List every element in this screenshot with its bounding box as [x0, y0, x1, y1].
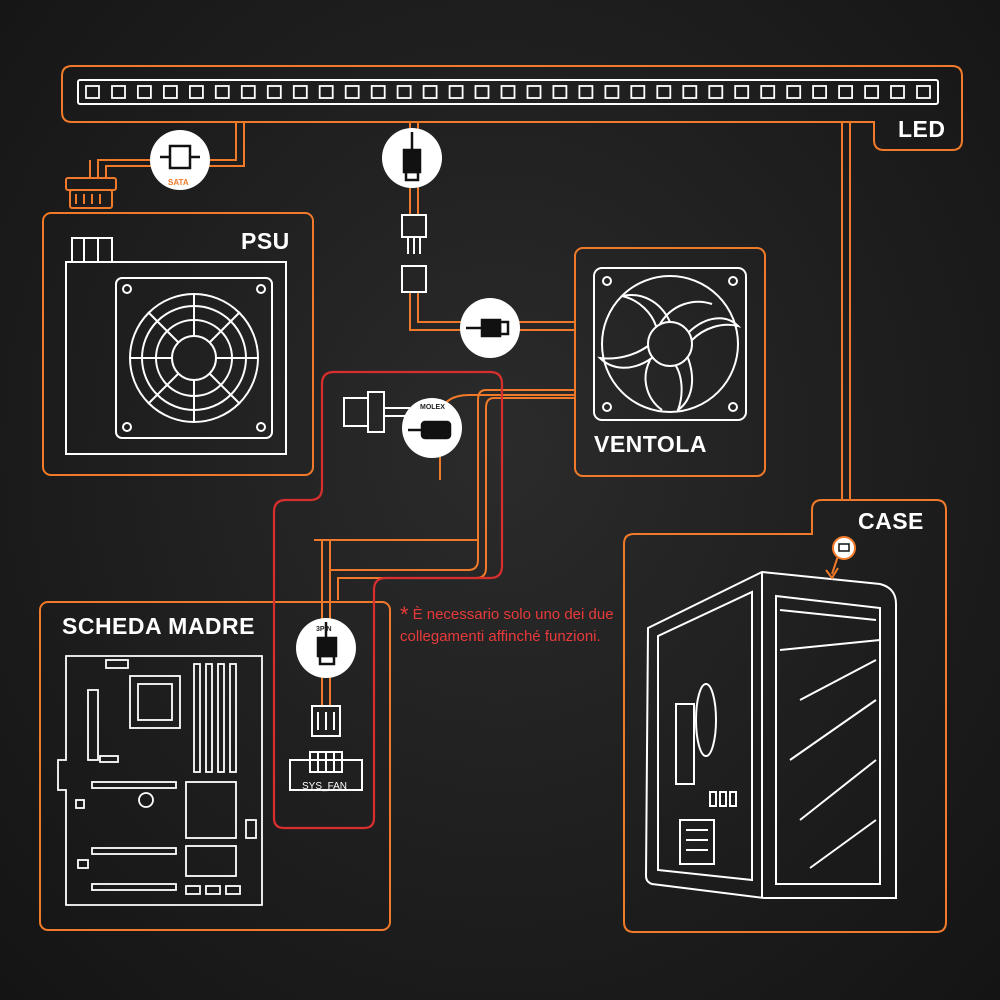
led-segment: [682, 85, 698, 99]
case-led-port-badge: [832, 536, 856, 560]
led-segment: [604, 85, 620, 99]
molex-text: MOLEX: [420, 404, 445, 411]
note-body: È necessario solo uno dei due collegamen…: [400, 606, 614, 645]
led-segment: [630, 85, 646, 99]
led-segment: [344, 85, 360, 99]
sata-badge: [150, 130, 210, 190]
led-segment: [526, 85, 542, 99]
led-segment: [864, 85, 879, 99]
note-text: *È necessario solo uno dei due collegame…: [400, 604, 630, 648]
led-segment: [916, 85, 931, 99]
connector-badges: [150, 128, 856, 678]
fan-panel: [574, 247, 766, 477]
led-segment: [734, 85, 750, 99]
led-segment: [240, 85, 256, 99]
case-label: CASE: [858, 508, 924, 534]
led-segment: [578, 85, 594, 99]
led-segment: [318, 85, 334, 99]
note-asterisk: *: [400, 602, 409, 627]
sys-fan-text: SYS_FAN: [302, 781, 348, 792]
led-segment: [370, 85, 386, 99]
led-segment: [708, 85, 724, 99]
molex-plug: [343, 391, 410, 433]
led-segment: [162, 85, 178, 99]
led-segment: [396, 85, 412, 99]
led-segment: [786, 85, 802, 99]
led-segment: [890, 85, 905, 99]
led-segment: [214, 85, 230, 99]
led-segment: [188, 85, 204, 99]
led-segment: [266, 85, 282, 99]
led-segment: [838, 85, 853, 99]
optional-connection-outline: [272, 370, 504, 830]
led-segment: [474, 85, 490, 99]
led-segment: [656, 85, 672, 99]
led-strip-panel: [61, 65, 963, 151]
motherboard-label: SCHEDA MADRE: [62, 613, 255, 639]
motherboard-panel: [39, 601, 391, 931]
psu-panel: [42, 177, 314, 476]
rgb-plugs: [401, 214, 427, 293]
led-label: LED: [898, 116, 946, 142]
led-segment: [552, 85, 568, 99]
led-segment: [448, 85, 464, 99]
led-segments: [85, 85, 931, 99]
3pin-text: 3PIN: [316, 626, 332, 633]
led-segment: [292, 85, 308, 99]
led-segment: [136, 85, 152, 99]
case-panel: [623, 499, 947, 933]
led-segment: [812, 85, 827, 99]
led-segment: [422, 85, 438, 99]
psu-label: PSU: [241, 228, 290, 254]
fan-label: VENTOLA: [594, 431, 707, 457]
led-segment: [111, 85, 126, 99]
led-segment: [85, 85, 100, 99]
led-segment: [500, 85, 516, 99]
sata-text: SATA: [168, 178, 189, 187]
led-segment: [760, 85, 776, 99]
